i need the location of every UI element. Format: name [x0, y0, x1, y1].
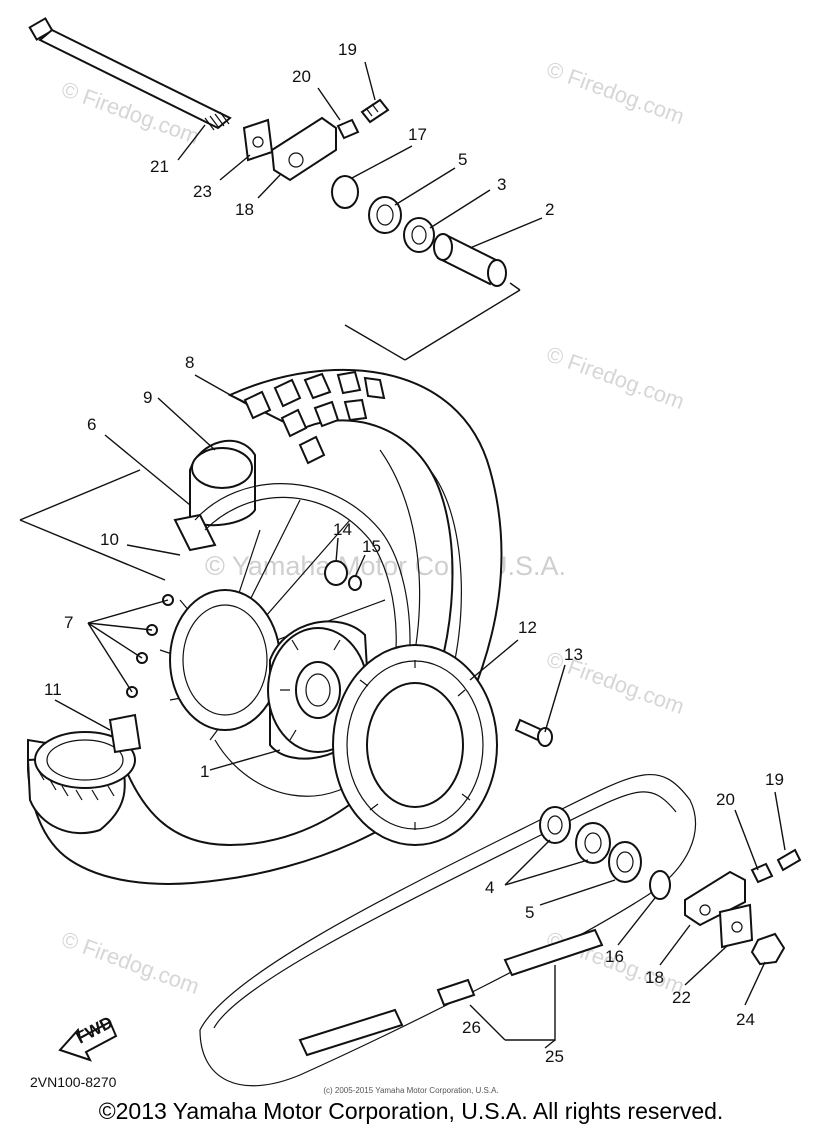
sprocket — [332, 644, 498, 846]
watermark-yamaha: © Yamaha Motor Corp, U.S.A. — [205, 551, 566, 581]
callout-19-lower: 19 — [765, 770, 784, 789]
fwd-arrow: FWD — [58, 1013, 118, 1062]
callout-17: 17 — [408, 125, 427, 144]
callout-20-upper: 20 — [292, 67, 311, 86]
callout-14: 14 — [333, 520, 352, 539]
callout-23: 23 — [193, 182, 212, 201]
watermark-firedog-5: © Firedog.com — [58, 926, 202, 999]
callout-1: 1 — [200, 762, 209, 781]
small-credit: (c) 2005-2015 Yamaha Motor Corporation, … — [323, 1086, 499, 1095]
callout-9: 9 — [143, 388, 152, 407]
callout-11: 11 — [44, 680, 62, 699]
callout-13: 13 — [564, 645, 583, 664]
drive-chain — [199, 774, 697, 1087]
callout-5-upper: 5 — [458, 150, 467, 169]
callout-24: 24 — [736, 1010, 755, 1029]
watermark-firedog-1: © Firedog.com — [58, 76, 202, 149]
tube — [173, 439, 256, 552]
callout-12: 12 — [518, 618, 537, 637]
watermark-firedog-2: © Firedog.com — [543, 56, 687, 129]
callout-5-lower: 5 — [525, 903, 534, 922]
upper-hub-parts — [331, 175, 507, 287]
leader-lines — [54, 61, 786, 1049]
callout-22: 22 — [672, 988, 691, 1007]
callout-3: 3 — [497, 175, 506, 194]
callouts: 1 2 3 4 5 5 6 7 8 9 10 11 12 13 14 15 16… — [44, 40, 784, 1066]
callout-19-upper: 19 — [338, 40, 357, 59]
assembly-lines — [19, 282, 521, 581]
callout-21: 21 — [150, 157, 169, 176]
callout-10: 10 — [100, 530, 119, 549]
watermark-firedog-3: © Firedog.com — [543, 341, 687, 414]
callout-7: 7 — [64, 613, 73, 632]
copyright-footer: ©2013 Yamaha Motor Corporation, U.S.A. A… — [98, 1098, 724, 1124]
callout-16: 16 — [605, 947, 624, 966]
lower-hub-parts — [539, 806, 802, 966]
callout-18-upper: 18 — [235, 200, 254, 219]
callout-4: 4 — [485, 878, 494, 897]
rim-band — [26, 713, 142, 835]
diagram-code: 2VN100-8270 — [30, 1074, 117, 1090]
axle — [28, 17, 232, 131]
callout-20-lower: 20 — [716, 790, 735, 809]
callout-2: 2 — [545, 200, 554, 219]
callout-26: 26 — [462, 1018, 481, 1037]
callout-6: 6 — [87, 415, 96, 434]
callout-15: 15 — [362, 537, 381, 556]
callout-18-lower: 18 — [645, 968, 664, 987]
upper-chain-adjuster — [242, 98, 390, 182]
callout-25: 25 — [545, 1047, 564, 1066]
sprocket-bolt — [514, 718, 553, 747]
callout-8: 8 — [185, 353, 194, 372]
